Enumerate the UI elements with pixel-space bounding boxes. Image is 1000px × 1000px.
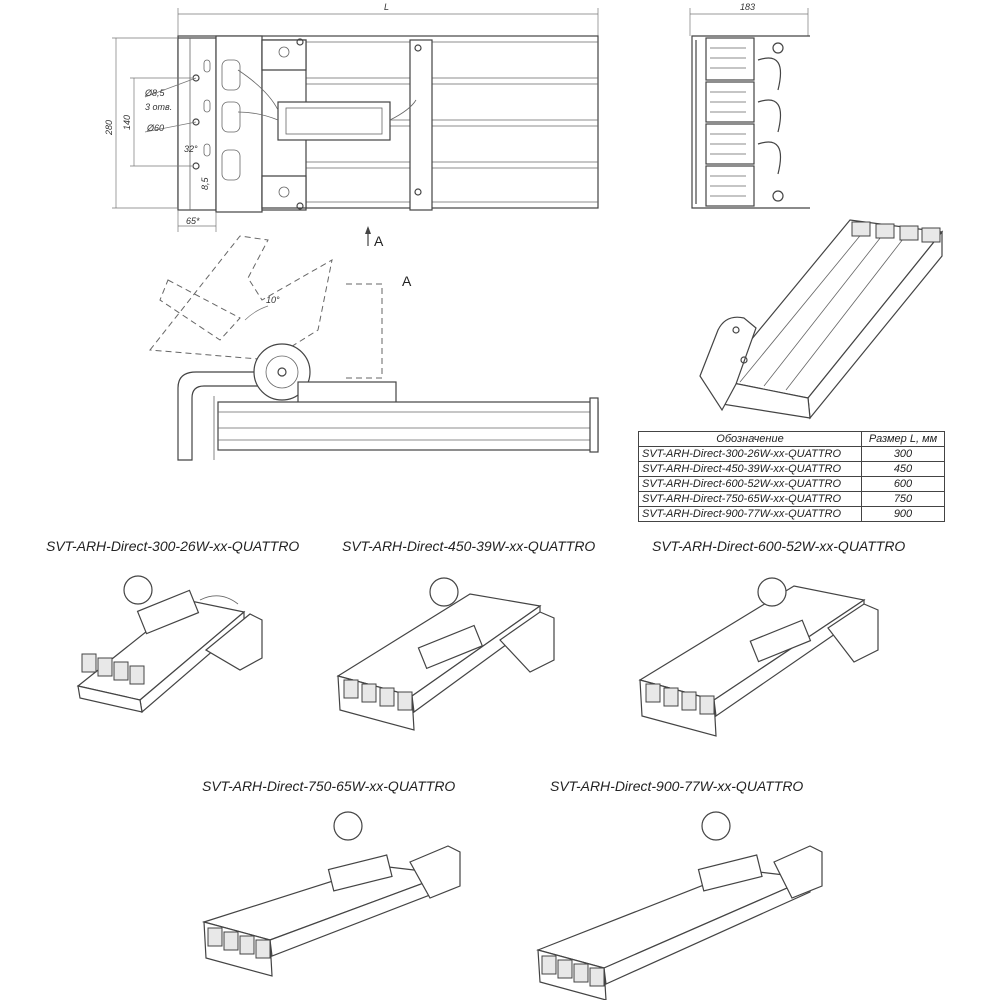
table-row: SVT-ARH-Direct-450-39W-xx-QUATTRO 450 — [638, 461, 945, 477]
table-row: SVT-ARH-Direct-750-65W-xx-QUATTRO 750 — [638, 491, 945, 507]
dim-height: 280 — [104, 120, 114, 136]
table-cell-designation: SVT-ARH-Direct-600-52W-xx-QUATTRO — [638, 476, 862, 492]
table-cell-size: 450 — [861, 461, 945, 477]
dim-circle-diameter: Ø60 — [146, 123, 164, 133]
view-arrow-label: A — [374, 233, 384, 249]
dim-mount-spacing: 140 — [122, 115, 132, 130]
table-cell-designation: SVT-ARH-Direct-900-77W-xx-QUATTRO — [638, 506, 862, 522]
table-row: SVT-ARH-Direct-600-52W-xx-QUATTRO 600 — [638, 476, 945, 492]
top-view: L — [104, 2, 599, 249]
model-caption-450: SVT-ARH-Direct-450-39W-xx-QUATTRO — [342, 538, 595, 554]
dim-hole-diameter: Ø8,5 — [144, 88, 166, 98]
dim-offset: 8,5 — [200, 176, 210, 190]
table-row: SVT-ARH-Direct-900-77W-xx-QUATTRO 900 — [638, 506, 945, 522]
table-header-row: Обозначение Размер L, мм — [638, 431, 945, 447]
table-row: SVT-ARH-Direct-300-26W-xx-QUATTRO 300 — [638, 446, 945, 462]
header-designation: Обозначение — [638, 431, 862, 447]
dim-tilt-angle: 10° — [266, 295, 280, 305]
iso-view — [699, 219, 944, 420]
dim-hole-count: 3 отв. — [145, 102, 172, 112]
table-cell-designation: SVT-ARH-Direct-750-65W-xx-QUATTRO — [638, 491, 862, 507]
table-cell-size: 600 — [861, 476, 945, 492]
header-size: Размер L, мм — [861, 431, 945, 447]
side-view: 183 — [689, 2, 810, 209]
table-cell-designation: SVT-ARH-Direct-300-26W-xx-QUATTRO — [638, 446, 862, 462]
table-cell-size: 300 — [861, 446, 945, 462]
model-illustration-450 — [336, 577, 555, 731]
spec-table: Обозначение Размер L, мм SVT-ARH-Direct-… — [638, 431, 945, 522]
model-illustration-300 — [76, 575, 263, 714]
model-caption-300: SVT-ARH-Direct-300-26W-xx-QUATTRO — [46, 538, 299, 554]
view-a: A 10° — [149, 235, 599, 461]
table-cell-designation: SVT-ARH-Direct-450-39W-xx-QUATTRO — [638, 461, 862, 477]
dim-angle-step: 32° — [184, 144, 198, 154]
table-cell-size: 900 — [861, 506, 945, 522]
model-caption-900: SVT-ARH-Direct-900-77W-xx-QUATTRO — [550, 778, 803, 794]
model-illustration-600 — [638, 577, 879, 737]
dim-length: L — [384, 2, 389, 12]
model-illustration-750 — [201, 811, 461, 977]
view-a-label: A — [402, 273, 412, 289]
model-illustration-900 — [536, 811, 823, 1000]
dim-depth: 183 — [740, 2, 755, 12]
model-caption-600: SVT-ARH-Direct-600-52W-xx-QUATTRO — [652, 538, 905, 554]
model-caption-750: SVT-ARH-Direct-750-65W-xx-QUATTRO — [202, 778, 455, 794]
dim-bracket-width: 65* — [186, 216, 200, 226]
table-cell-size: 750 — [861, 491, 945, 507]
